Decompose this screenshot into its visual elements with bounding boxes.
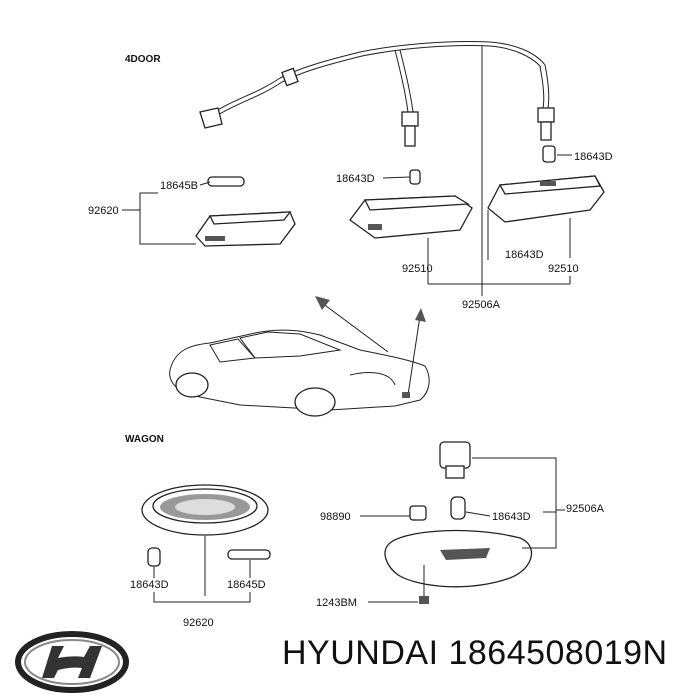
lamp-92506a-wagon [384,441,533,604]
label-18643d-d: 18643D [492,511,531,523]
lamp-92510-right [487,145,605,223]
wagon-socket [439,441,471,469]
screw-1243bm [419,596,429,604]
lamp-92620-top [195,176,296,247]
bulb-18643d-d [450,496,466,520]
section-label-wagon: WAGON [125,434,164,445]
harness-clip [281,67,299,87]
label-18643d-b: 18643D [574,151,613,163]
section-label-4door: 4DOOR [125,54,161,65]
label-92510-b: 92510 [548,263,579,275]
label-18643d-a: 18643D [336,173,375,185]
label-1243bm: 1243BM [316,597,357,609]
harness-connector-left [199,107,223,129]
bulb-18643d-b [542,145,556,163]
bulb-socket-a-body [404,125,416,147]
label-18643d-e: 18643D [130,579,169,591]
car-silhouette [169,296,430,417]
label-18643d-c: 18643D [505,249,544,261]
label-18645d: 18645D [227,579,266,591]
bulb-18645b [207,176,245,187]
label-92620-bottom: 92620 [183,617,214,629]
wiring-harness [199,40,555,147]
hyundai-logo-icon [15,631,129,693]
label-92506a-top: 92506A [462,299,501,311]
label-98890: 98890 [320,511,351,523]
bulb-18643d-e [147,547,161,567]
bulb-socket-b [537,107,555,123]
lamp-92510-left [349,169,473,239]
bulb-socket-a [401,111,419,127]
bulb-18643d-a [409,169,421,185]
label-92620-top: 92620 [88,205,119,217]
bulb-socket-b-body [540,121,552,141]
car-rear-wheel [294,387,336,417]
part-98890 [409,505,427,521]
label-92506a-bottom: 92506A [566,503,605,515]
label-92510-a: 92510 [402,263,433,275]
bulb-18645d [227,549,271,560]
part-number-title: HYUNDAI 1864508019N [282,634,668,672]
lamp-92620-wagon [141,484,271,567]
car-front-wheel [175,372,209,398]
label-18645b: 18645B [160,180,198,192]
